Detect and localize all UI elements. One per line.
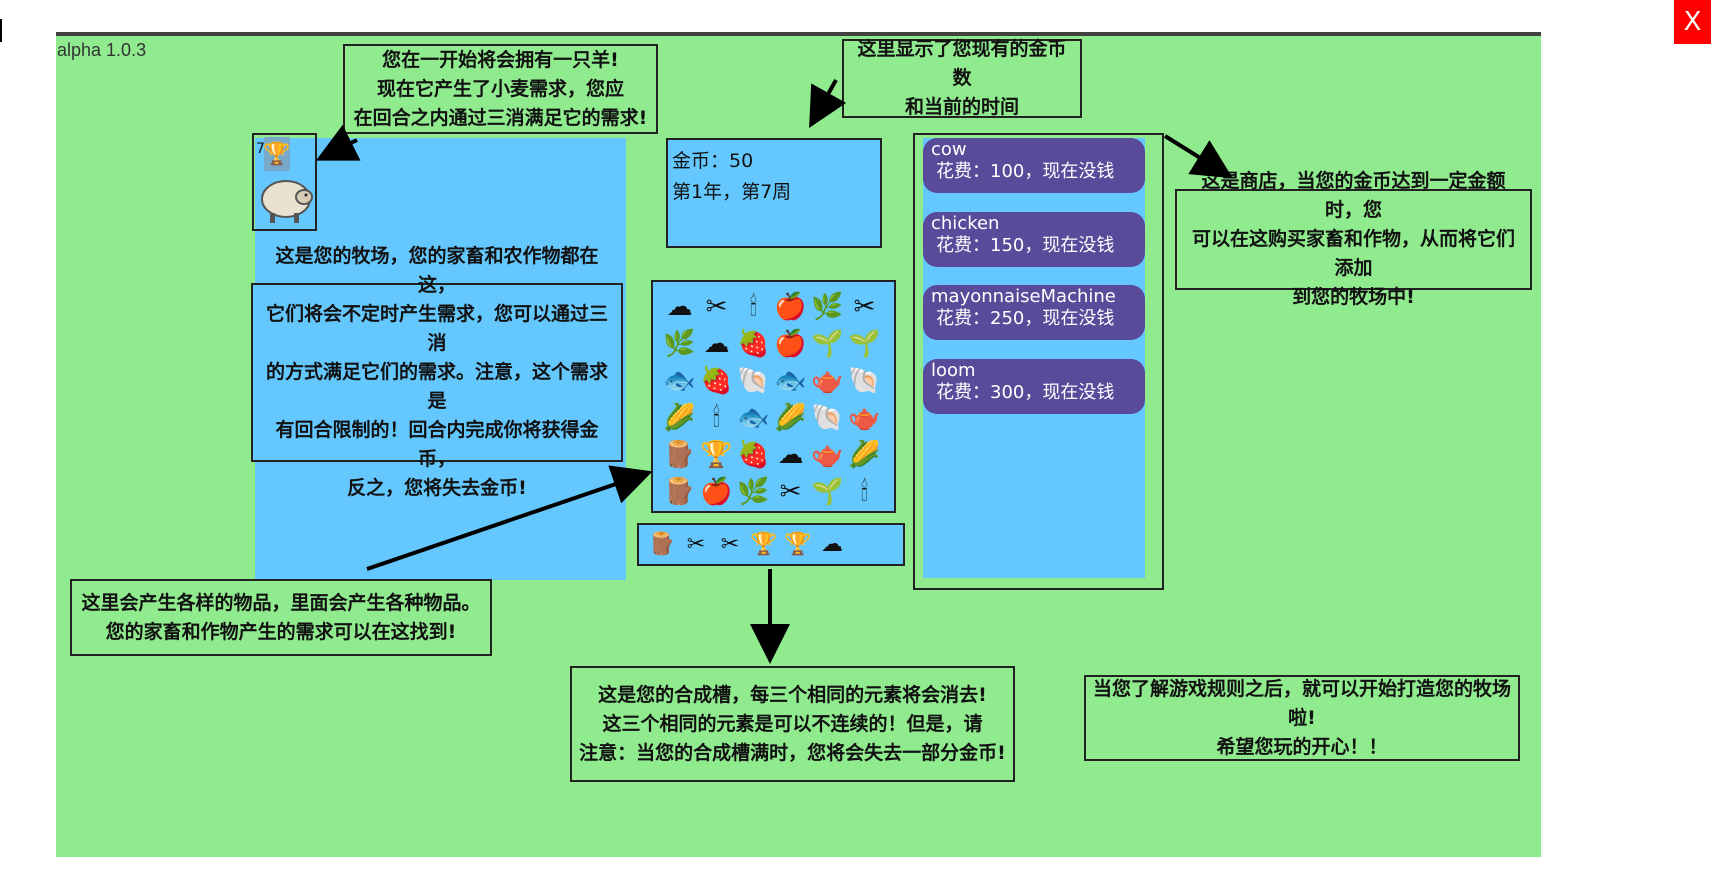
wheat-icon[interactable]: 🌿: [737, 476, 770, 507]
wheat-trophy-icon[interactable]: 🏆: [750, 532, 778, 557]
shop-panel: [923, 138, 1145, 578]
wood-icon[interactable]: 🪵: [663, 476, 696, 507]
version-label: alpha 1.0.3: [57, 40, 147, 60]
tutorial-note-farm: 这是您的牧场，您的家畜和农作物都在这， 它们将会不定时产生需求，您可以通过三消 …: [251, 245, 623, 499]
shop-outline: [913, 133, 1164, 590]
watering-can-icon[interactable]: 🫖: [848, 402, 881, 433]
candle-icon[interactable]: 🕯: [712, 402, 721, 433]
tutorial-note-grid: 这里会产生各样的物品，里面会产生各种物品。 您的家畜和作物产生的需求可以在这找到…: [70, 579, 492, 656]
shears-icon[interactable]: ✂: [705, 291, 728, 322]
corn-icon[interactable]: 🌽: [663, 402, 696, 433]
shop-item-loom[interactable]: loom 花费：300，现在没钱: [923, 359, 1145, 414]
window-edge: [0, 19, 2, 42]
tutorial-note-status: 这里显示了您现有的金币数 和当前的时间: [842, 38, 1082, 118]
shears-icon[interactable]: ✂: [686, 532, 706, 557]
apple-icon[interactable]: 🍎: [774, 328, 807, 359]
wool-icon[interactable]: ☁: [666, 291, 693, 322]
shears-icon[interactable]: ✂: [853, 291, 876, 322]
shears-icon[interactable]: ✂: [720, 532, 740, 557]
shears-icon[interactable]: ✂: [779, 476, 802, 507]
time-label: 第1年，第7周: [672, 181, 792, 203]
sheep-icon: [256, 175, 314, 225]
wool-icon[interactable]: ☁: [703, 328, 730, 359]
close-button[interactable]: X: [1674, 0, 1711, 44]
farm-animal-slot[interactable]: 7 🏆: [252, 133, 317, 231]
wood-icon[interactable]: 🪵: [648, 532, 676, 557]
tutorial-note-start: 当您了解游戏规则之后，就可以开始打造您的牧场啦! 希望您玩的开心！！: [1084, 675, 1520, 761]
wheat-trophy-icon[interactable]: 🏆: [700, 439, 733, 470]
watering-can-icon[interactable]: 🫖: [811, 439, 844, 470]
demand-count: 7: [256, 141, 265, 157]
wood-icon[interactable]: 🪵: [663, 439, 696, 470]
fish-icon[interactable]: 🐟: [737, 402, 770, 433]
shop-item-price: 花费：100，现在没钱: [936, 161, 1115, 182]
shop-item-name: mayonnaiseMachine: [931, 286, 1116, 307]
shop-item-name: loom: [931, 360, 976, 381]
candle-icon[interactable]: 🕯: [860, 476, 869, 507]
strawberry-icon[interactable]: 🍓: [700, 365, 733, 396]
apple-icon[interactable]: 🍎: [774, 291, 807, 322]
strawberry-icon[interactable]: 🍓: [737, 328, 770, 359]
apple-icon[interactable]: 🍎: [700, 476, 733, 507]
shell-icon[interactable]: 🐚: [811, 402, 844, 433]
corn-icon[interactable]: 🌽: [848, 439, 881, 470]
coins-label: 金币：50: [672, 150, 754, 172]
tutorial-note-shop: 这是商店，当您的金币达到一定金额时，您 可以在这购买家畜和作物，从而将它们添加 …: [1175, 170, 1532, 308]
tutorial-note-slot: 这是您的合成槽，每三个相同的元素将会消去! 这三个相同的元素是可以不连续的！但是…: [570, 666, 1015, 782]
corn-icon[interactable]: 🌽: [774, 402, 807, 433]
wool-icon[interactable]: ☁: [777, 439, 804, 470]
radish-icon[interactable]: 🌱: [811, 328, 844, 359]
synthesis-slot: 🪵 ✂ ✂ 🏆🏆 ☁: [637, 523, 905, 566]
shop-item-mayonnaise-machine[interactable]: mayonnaiseMachine 花费：250，现在没钱: [923, 285, 1145, 340]
wheat-icon: 🏆: [263, 137, 291, 171]
shop-item-name: chicken: [931, 213, 1000, 234]
shop-item-price: 花费：150，现在没钱: [936, 235, 1115, 256]
shell-icon[interactable]: 🐚: [848, 365, 881, 396]
shop-item-price: 花费：250，现在没钱: [936, 308, 1115, 329]
candle-icon[interactable]: 🕯: [749, 291, 758, 322]
watering-can-icon[interactable]: 🫖: [811, 365, 844, 396]
strawberry-icon[interactable]: 🍓: [737, 439, 770, 470]
status-panel: 金币：50 第1年，第7周: [666, 138, 882, 248]
wool-icon[interactable]: ☁: [821, 532, 843, 557]
shop-item-cow[interactable]: cow 花费：100，现在没钱: [923, 138, 1145, 193]
shop-item-price: 花费：300，现在没钱: [936, 382, 1115, 403]
radish-icon[interactable]: 🌱: [848, 328, 881, 359]
wheat-icon[interactable]: 🌿: [811, 291, 844, 322]
wheat-trophy-icon[interactable]: 🏆: [784, 532, 812, 557]
shop-item-chicken[interactable]: chicken 花费：150，现在没钱: [923, 212, 1145, 267]
fish-icon[interactable]: 🐟: [774, 365, 807, 396]
tutorial-note-sheep: 您在一开始将会拥有一只羊! 现在它产生了小麦需求，您应 在回合之内通过三消满足它…: [343, 44, 658, 134]
item-grid: ☁✂🕯🍎🌿✂🌿☁🍓🍎🌱🌱🐟🍓🐚🐟🫖🐚🌽🕯🐟🌽🐚🫖🪵🏆🍓☁🫖🌽🪵🍎🌿✂🌱🕯: [651, 280, 896, 513]
wheat-icon[interactable]: 🌿: [663, 328, 696, 359]
fish-icon[interactable]: 🐟: [663, 365, 696, 396]
shell-icon[interactable]: 🐚: [737, 365, 770, 396]
radish-icon[interactable]: 🌱: [811, 476, 844, 507]
shop-item-name: cow: [931, 139, 967, 160]
